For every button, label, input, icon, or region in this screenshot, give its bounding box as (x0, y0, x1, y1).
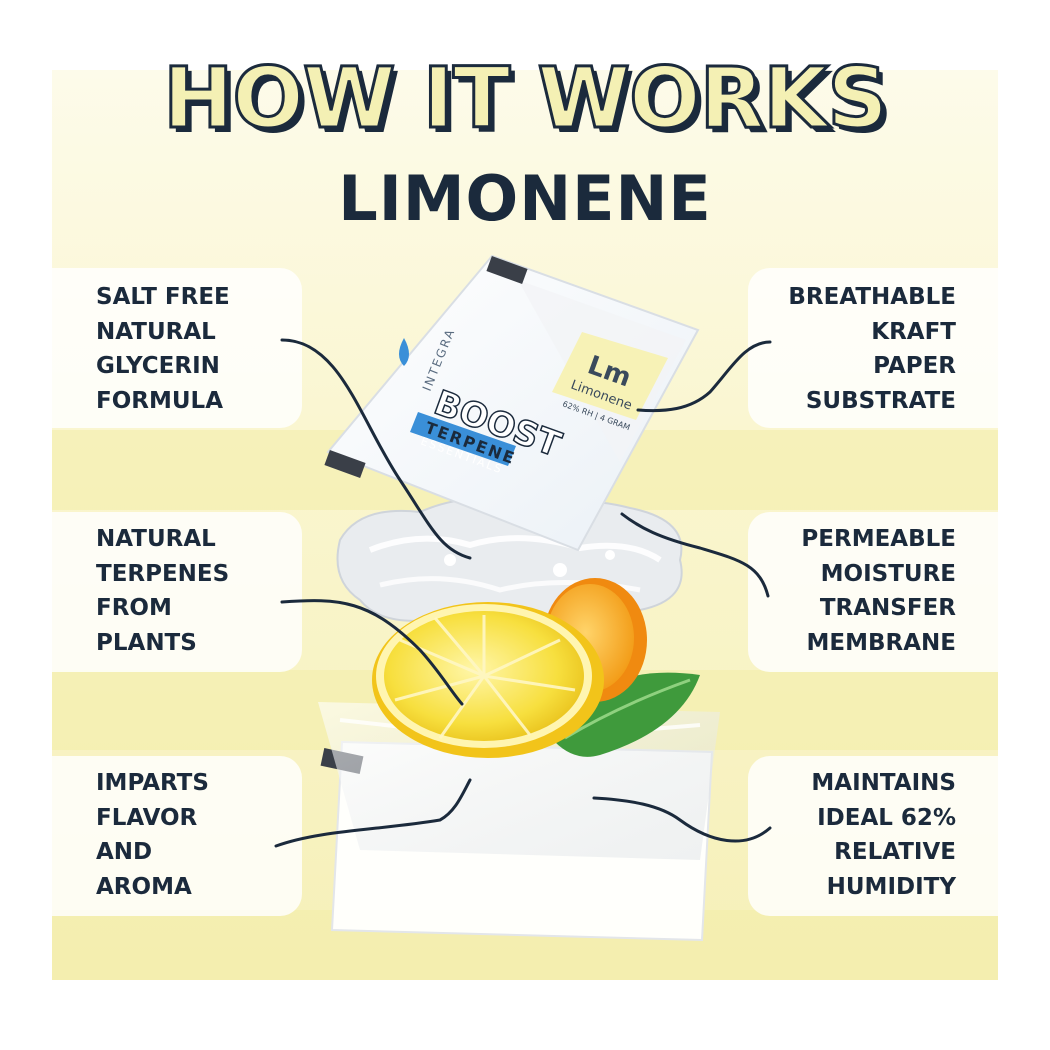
lemon-slice (372, 602, 604, 758)
leader-line-right-2 (620, 512, 770, 598)
feature-card-right-1 (748, 268, 998, 428)
feature-label-membrane: PERMEABLE MOISTURE TRANSFER MEMBRANE (801, 526, 956, 656)
feature-label-flavor-aroma: IMPARTS FLAVOR AND AROMA (96, 770, 209, 900)
feature-label-salt-free: SALT FREE NATURAL GLYCERIN FORMULA (96, 284, 230, 414)
feature-card-left-3 (52, 756, 302, 916)
leader-line-right-1 (636, 340, 772, 413)
mint-leaf (555, 672, 700, 757)
feature-card-right-2 (748, 512, 998, 672)
leader-line-right-3 (592, 796, 772, 843)
leader-line-left-2 (280, 599, 464, 706)
feature-card-left-2 (52, 512, 302, 672)
feature-label-kraft-paper: BREATHABLE KRAFT PAPER SUBSTRATE (788, 284, 956, 414)
sachet-brand-top: INTEGRA (420, 326, 458, 393)
leader-line-left-1 (280, 338, 472, 560)
page-subtitle: LIMONENE (338, 162, 712, 235)
feature-label-natural-terpenes: NATURAL TERPENES FROM PLANTS (96, 526, 230, 656)
feature-card-left-1 (52, 268, 302, 428)
feature-label-humidity: MAINTAINS IDEAL 62% RELATIVE HUMIDITY (811, 770, 956, 900)
page-title: HOW IT WORKS (162, 49, 890, 147)
leader-line-left-3 (274, 778, 472, 848)
sachet-front (324, 254, 700, 552)
feature-card-right-3 (748, 756, 998, 916)
